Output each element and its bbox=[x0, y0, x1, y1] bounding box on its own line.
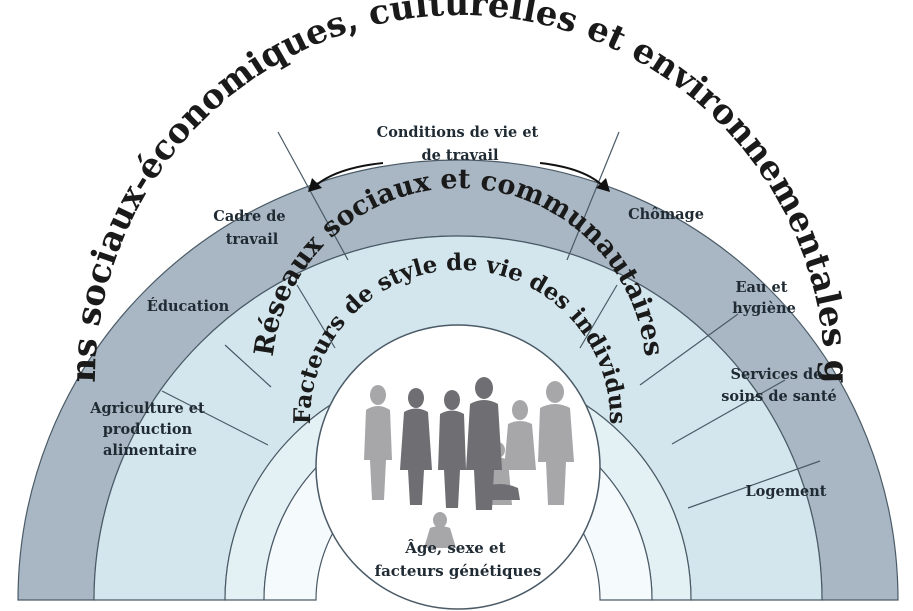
segment-unemployment: Chômage bbox=[628, 206, 704, 223]
living-conditions-header: Conditions de vie et de travail bbox=[377, 124, 544, 164]
top-segment-dividers bbox=[277, 131, 620, 261]
segment-work-environment: Cadre de travail bbox=[213, 208, 290, 248]
people-silhouettes-illustration bbox=[364, 377, 574, 548]
segment-water-hygiene: Eau et hygiène bbox=[732, 279, 796, 317]
segment-education: Éducation bbox=[147, 297, 230, 315]
right-arrow-icon bbox=[539, 162, 605, 188]
segment-agriculture: Agriculture et production alimentaire bbox=[89, 400, 210, 459]
left-arrow-icon bbox=[313, 162, 384, 188]
left-arrowhead-icon bbox=[308, 178, 322, 192]
segment-housing: Logement bbox=[745, 483, 826, 500]
segment-dividers bbox=[161, 284, 821, 509]
right-arrowhead-icon bbox=[596, 178, 610, 192]
core-label: Âge, sexe et facteurs génétiques bbox=[375, 539, 542, 580]
segment-health-services: Services de soins de santé bbox=[721, 366, 837, 405]
